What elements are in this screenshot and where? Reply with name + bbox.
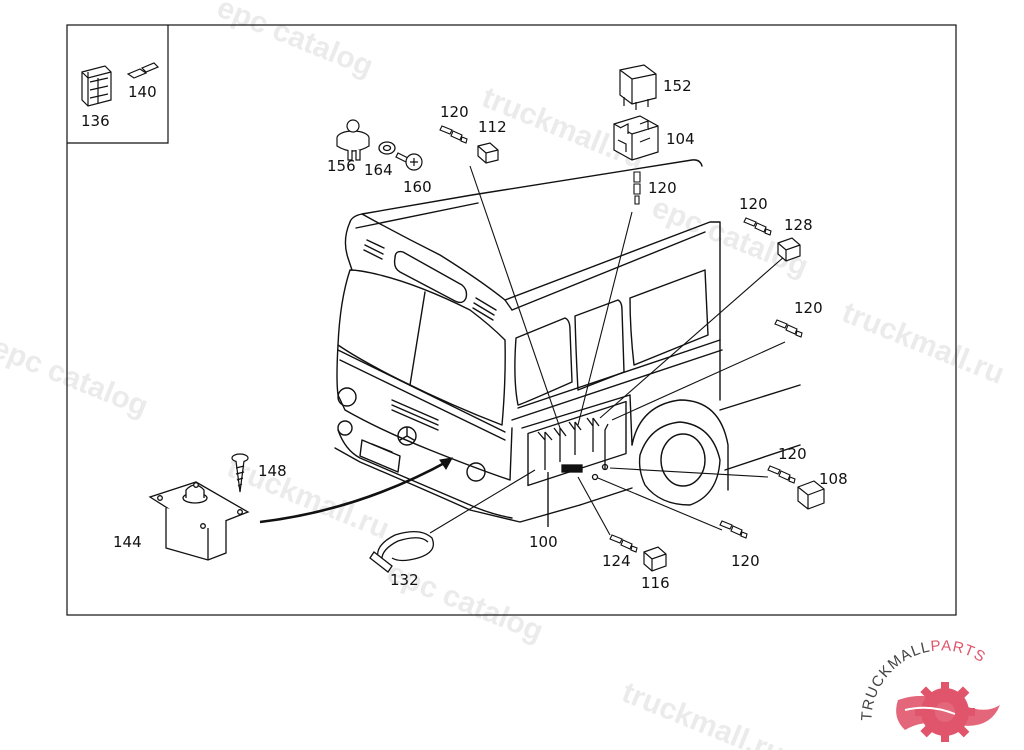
watermark-text: truckmall.ru <box>617 676 789 750</box>
part-160-screw <box>395 152 423 171</box>
logo-swoosh-line <box>904 706 956 715</box>
callout-136: 136 <box>81 112 110 130</box>
bus-illustration <box>334 159 801 523</box>
part-120-terminal <box>774 319 803 338</box>
part-132-cable-tie <box>369 531 435 573</box>
part-112-housing <box>477 142 499 164</box>
callout-112: 112 <box>478 118 507 136</box>
callout-128: 128 <box>784 216 813 234</box>
part-104-relay-socket <box>613 115 659 161</box>
part-120-terminal <box>719 520 748 539</box>
callout-labels: 136 140 120 112 152 104 120 156 164 160 … <box>81 77 848 592</box>
callout-120: 120 <box>794 299 823 317</box>
callout-108: 108 <box>819 470 848 488</box>
callout-120: 120 <box>440 103 469 121</box>
callout-132: 132 <box>390 571 419 589</box>
callout-100: 100 <box>529 533 558 551</box>
watermark-text: epc catalog <box>212 0 377 83</box>
callout-164: 164 <box>364 161 393 179</box>
callout-156: 156 <box>327 157 356 175</box>
part-164-washer <box>378 141 396 155</box>
diagram-frame <box>66 24 957 616</box>
logo-swoosh <box>896 695 1000 730</box>
part-144-mounting-unit <box>148 481 250 561</box>
part-136-connector-block <box>81 65 112 107</box>
callout-152: 152 <box>663 77 692 95</box>
callout-120: 120 <box>648 179 677 197</box>
callout-120: 120 <box>731 552 760 570</box>
watermark-text: epc catalog <box>382 556 547 648</box>
part-152-relay <box>619 64 657 110</box>
part-108-housing <box>797 480 825 510</box>
watermark-text: epc catalog <box>0 331 153 423</box>
callout-116: 116 <box>641 574 670 592</box>
part-148-screw <box>231 453 249 493</box>
part-124-terminal <box>609 534 638 553</box>
part-120-terminal <box>767 465 796 484</box>
truckmall-logo: TRUCKMALLPARTS <box>858 637 1000 742</box>
callout-120: 120 <box>739 195 768 213</box>
part-140-terminal <box>126 62 160 79</box>
callout-144: 144 <box>113 533 142 551</box>
logo-suffix: PARTS <box>930 637 989 666</box>
watermark-text: truckmall.ru <box>837 296 1009 391</box>
part-156-bulb-socket <box>336 119 370 161</box>
part-116-housing <box>643 546 667 572</box>
part-120-terminal <box>439 125 468 144</box>
leader-lines <box>259 165 786 536</box>
callout-140: 140 <box>128 83 157 101</box>
callout-104: 104 <box>666 130 695 148</box>
callout-120: 120 <box>778 445 807 463</box>
part-128-housing <box>777 237 801 262</box>
inset-box <box>67 25 169 144</box>
callout-160: 160 <box>403 178 432 196</box>
callout-124: 124 <box>602 552 631 570</box>
part-120-terminal <box>633 171 641 205</box>
callout-148: 148 <box>258 462 287 480</box>
part-120-terminal <box>743 217 772 236</box>
